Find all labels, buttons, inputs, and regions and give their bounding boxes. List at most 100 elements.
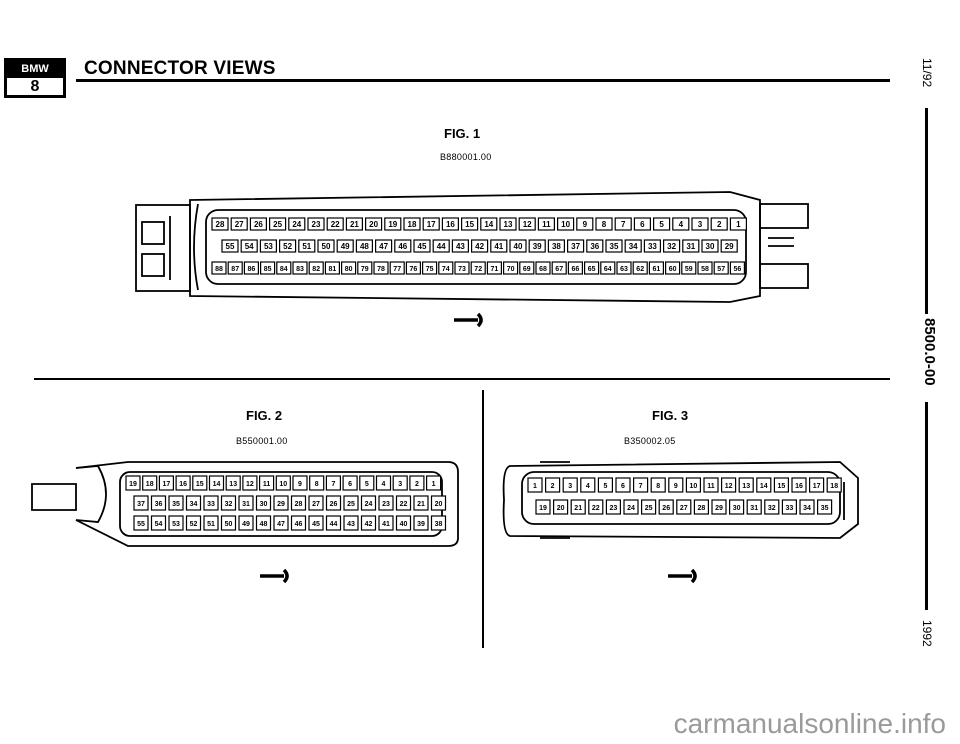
pin-cell bbox=[547, 239, 565, 253]
pin-number: 15 bbox=[465, 220, 474, 229]
pin-number: 54 bbox=[245, 242, 254, 251]
pin-cell bbox=[490, 239, 508, 253]
pin-number: 27 bbox=[235, 220, 244, 229]
pin-number: 59 bbox=[685, 266, 693, 273]
pin-cell bbox=[275, 475, 291, 491]
pin-number: 16 bbox=[179, 481, 187, 488]
pin-number: 33 bbox=[207, 501, 215, 508]
pin-cell bbox=[260, 261, 276, 275]
pin-cell bbox=[355, 239, 373, 253]
pin-cell bbox=[175, 475, 191, 491]
pin-cell bbox=[426, 475, 442, 491]
pin-cell bbox=[238, 515, 254, 531]
pin-cell bbox=[345, 217, 363, 231]
pin-number: 29 bbox=[715, 505, 723, 512]
pin-cell bbox=[729, 217, 748, 231]
pin-number: 74 bbox=[442, 266, 450, 273]
pin-number: 26 bbox=[662, 505, 670, 512]
pin-cell bbox=[142, 475, 158, 491]
pin-cell bbox=[668, 477, 684, 493]
pin-cell bbox=[150, 515, 167, 531]
pin-cell bbox=[570, 499, 586, 515]
pin-cell bbox=[292, 475, 308, 491]
pin-cell bbox=[697, 261, 713, 275]
pin-cell bbox=[208, 475, 225, 491]
pin-number: 30 bbox=[260, 501, 268, 508]
pin-number: 29 bbox=[277, 501, 285, 508]
pin-number: 48 bbox=[360, 242, 369, 251]
pin-cell bbox=[403, 217, 421, 231]
pin-cell bbox=[432, 239, 450, 253]
pin-number: 10 bbox=[690, 483, 698, 490]
pin-cell bbox=[308, 515, 324, 531]
pin-cell bbox=[317, 239, 335, 253]
pin-number: 24 bbox=[365, 501, 373, 508]
pin-number: 12 bbox=[246, 481, 254, 488]
pin-cell bbox=[343, 495, 359, 511]
pin-number: 55 bbox=[226, 242, 235, 251]
pin-cell bbox=[341, 261, 357, 275]
side-rule-1 bbox=[925, 108, 928, 314]
pin-number: 37 bbox=[571, 242, 580, 251]
pin-number: 11 bbox=[542, 220, 551, 229]
pin-number: 30 bbox=[733, 505, 741, 512]
pin-cell bbox=[168, 495, 184, 511]
pin-cell bbox=[430, 515, 447, 531]
pin-number: 11 bbox=[263, 481, 271, 488]
pin-number: 9 bbox=[583, 220, 588, 229]
pin-cell bbox=[203, 515, 219, 531]
pin-number: 21 bbox=[417, 501, 425, 508]
pin-number: 19 bbox=[539, 505, 547, 512]
pin-number: 43 bbox=[456, 242, 465, 251]
pin-number: 32 bbox=[768, 505, 776, 512]
pin-number: 5 bbox=[659, 220, 664, 229]
pin-cell bbox=[203, 495, 219, 511]
pin-number: 4 bbox=[382, 481, 386, 488]
pin-cell bbox=[240, 239, 258, 253]
pin-number: 69 bbox=[523, 266, 531, 273]
pin-cell bbox=[441, 217, 459, 231]
pin-number: 53 bbox=[172, 521, 180, 528]
pin-cell bbox=[799, 499, 815, 515]
pin-number: 77 bbox=[393, 266, 401, 273]
pin-number: 8 bbox=[656, 483, 660, 490]
pin-number: 27 bbox=[680, 505, 688, 512]
pin-number: 23 bbox=[312, 220, 321, 229]
pin-number: 50 bbox=[225, 521, 233, 528]
pin-cell bbox=[373, 261, 389, 275]
pin-number: 29 bbox=[725, 242, 734, 251]
pin-cell bbox=[259, 239, 277, 253]
pin-cell bbox=[658, 499, 674, 515]
pin-cell bbox=[365, 217, 383, 231]
pin-cell bbox=[528, 239, 546, 253]
pin-cell bbox=[557, 217, 575, 231]
pin-number: 60 bbox=[669, 266, 677, 273]
pin-number: 35 bbox=[172, 501, 180, 508]
pin-number: 3 bbox=[568, 483, 572, 490]
pin-cell bbox=[273, 495, 289, 511]
pin-cell bbox=[326, 217, 344, 231]
pin-number: 33 bbox=[786, 505, 794, 512]
pin-cell bbox=[325, 515, 342, 531]
pin-cell bbox=[567, 261, 583, 275]
pin-number: 81 bbox=[329, 266, 337, 273]
pin-cell bbox=[259, 475, 275, 491]
logo-series: 8 bbox=[30, 78, 40, 95]
pin-number: 52 bbox=[283, 242, 292, 251]
pin-cell bbox=[211, 217, 229, 231]
pin-cell bbox=[325, 475, 341, 491]
pin-number: 6 bbox=[640, 220, 645, 229]
pin-cell bbox=[269, 217, 287, 231]
side-doc-number: 8500.0-00 bbox=[921, 318, 938, 386]
pin-cell bbox=[773, 477, 789, 493]
pin-number: 31 bbox=[686, 242, 695, 251]
pin-number: 15 bbox=[778, 483, 786, 490]
pin-number: 40 bbox=[400, 521, 408, 528]
pin-number: 31 bbox=[242, 501, 250, 508]
vertical-divider bbox=[482, 390, 484, 648]
pin-number: 8 bbox=[602, 220, 607, 229]
pin-number: 34 bbox=[803, 505, 811, 512]
pin-cell bbox=[648, 261, 665, 275]
pin-cell bbox=[584, 261, 600, 275]
